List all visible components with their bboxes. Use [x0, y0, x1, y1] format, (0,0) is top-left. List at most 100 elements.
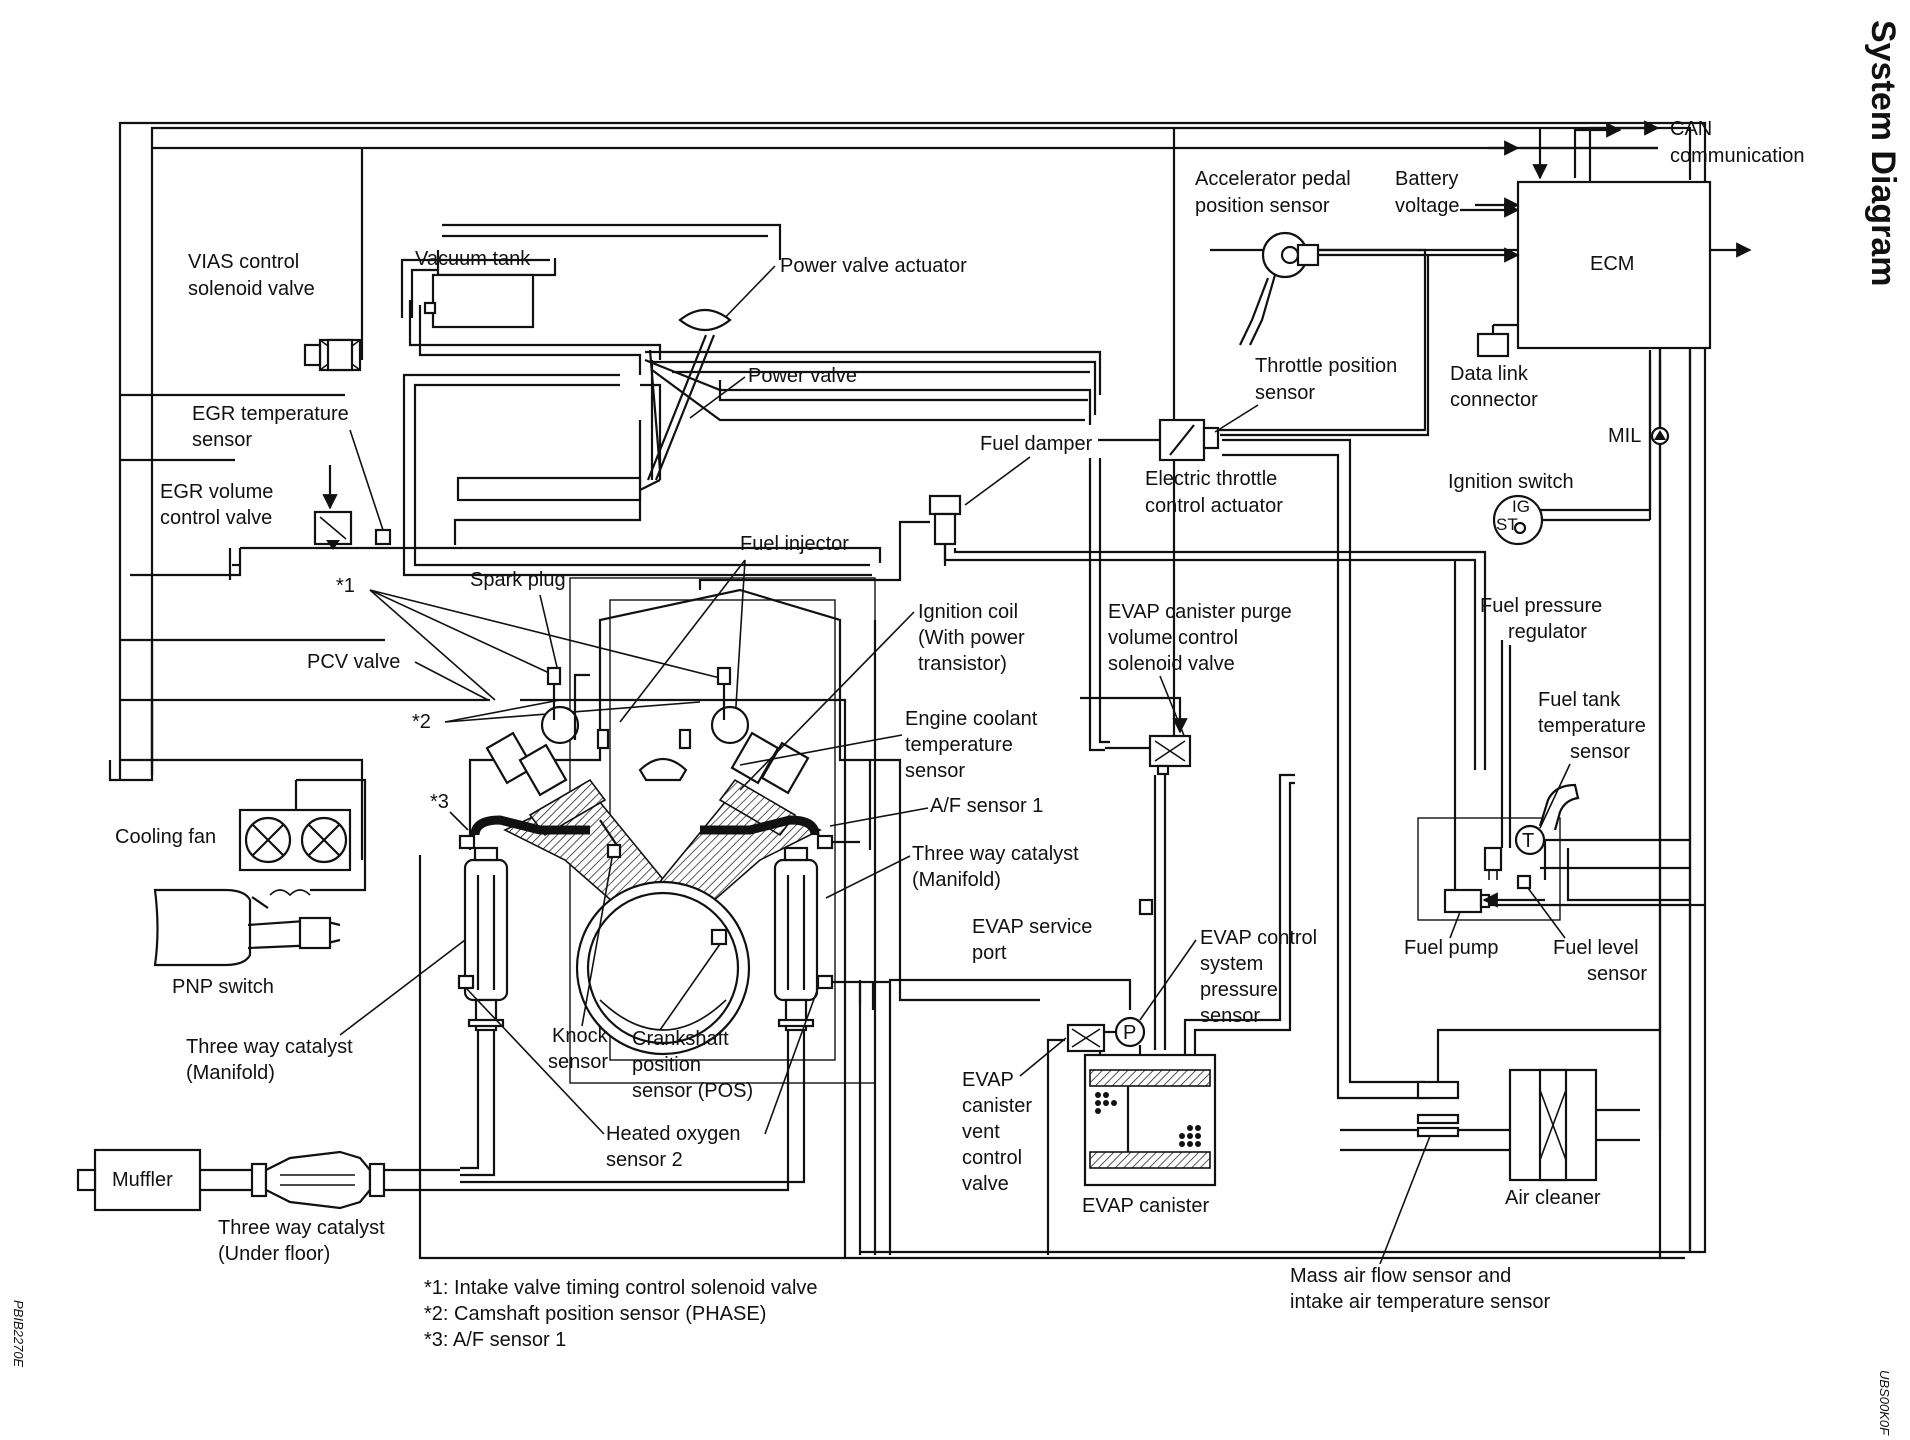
evap-purge-label-3: solenoid valve [1108, 653, 1235, 675]
egr-volume-control-valve [313, 510, 353, 550]
crankshaft-label-3: sensor (POS) [632, 1080, 753, 1102]
fuel-damper [928, 494, 962, 546]
maf-label-1: Mass air flow sensor and [1290, 1265, 1511, 1287]
cooling-fan-icon [238, 808, 352, 872]
data-link-label-1: Data link [1450, 363, 1529, 385]
evap-canister-vent-control-valve [1066, 1023, 1106, 1053]
evap-vent-label-5: valve [962, 1173, 1009, 1195]
evap-port-label-1: EVAP service [972, 916, 1092, 938]
fpr-label-1: Fuel pressure [1480, 595, 1602, 617]
twc-left-label-1: Three way catalyst [186, 1036, 353, 1058]
evap-canister-label: EVAP canister [1082, 1195, 1209, 1217]
ect-label-1: Engine coolant [905, 708, 1038, 730]
svg-text:P: P [1123, 1022, 1136, 1044]
wiring-harness [108, 121, 1752, 1260]
diagram-title: System Diagram [1864, 20, 1902, 286]
ignition-coil-label-3: transistor) [918, 653, 1007, 675]
power-valve-label: Power valve [748, 365, 857, 387]
ignition-switch-icon: IG ST [1492, 494, 1544, 546]
spark-plug-label: Spark plug [470, 569, 566, 591]
fpr-label-2: regulator [1508, 621, 1587, 643]
vacuum-tank [431, 273, 535, 329]
evap-ctrl-label-4: sensor [1200, 1005, 1260, 1027]
twc-right-label-1: Three way catalyst [912, 843, 1079, 865]
accel-label-1: Accelerator pedal [1195, 168, 1351, 190]
ignition-coil-label-1: Ignition coil [918, 601, 1018, 623]
knock-sensor [606, 843, 622, 859]
tps-label-1: Throttle position [1255, 355, 1397, 377]
mass-air-flow-sensor [1416, 1028, 1660, 1138]
ecm-label: ECM [1590, 253, 1634, 275]
fuel-damper-label: Fuel damper [980, 433, 1093, 455]
footnote-3: *3: A/F sensor 1 [424, 1329, 566, 1351]
catalyst-left [457, 815, 834, 1192]
pcv-label: PCV valve [307, 651, 400, 673]
figure-code-right: UBS00K0F [1877, 1370, 1892, 1436]
data-link-label-2: connector [1450, 389, 1538, 411]
vias-label-1: VIAS control [188, 251, 299, 273]
svg-text:ST: ST [1496, 515, 1518, 534]
mil-label: MIL [1608, 425, 1641, 447]
air-cleaner [1508, 1068, 1640, 1182]
ho2s-label-1: Heated oxygen [606, 1123, 741, 1145]
fuel-level-label-1: Fuel level [1553, 937, 1639, 959]
can-communication-label: communication [1670, 145, 1805, 167]
pnp-switch-label: PNP switch [172, 976, 274, 998]
fuel-tank: T [1417, 783, 1580, 921]
figure-code-left: PBIB2270E [11, 1300, 26, 1368]
battery-label-1: Battery [1395, 168, 1458, 190]
crankshaft-label-2: position [632, 1054, 701, 1076]
evap-purge-label-1: EVAP canister purge [1108, 601, 1292, 623]
accel-label-2: position sensor [1195, 195, 1330, 217]
vacuum-tank-label: Vacuum tank [415, 248, 531, 270]
fuel-injector-label: Fuel injector [740, 533, 849, 555]
ignition-switch-label: Ignition switch [1448, 471, 1574, 493]
evap-ctrl-label-2: system [1200, 953, 1263, 975]
battery-label-2: voltage [1395, 195, 1460, 217]
evap-vent-label-1: EVAP [962, 1069, 1014, 1091]
egr-volume-label-2: control valve [160, 507, 272, 529]
ftt-label-1: Fuel tank [1538, 689, 1621, 711]
twc-underfloor-label-1: Three way catalyst [218, 1217, 385, 1239]
egr-temp-label-1: EGR temperature [192, 403, 349, 425]
evap-port-label-2: port [972, 942, 1007, 964]
svg-text:T: T [1522, 830, 1534, 852]
ect-label-3: sensor [905, 760, 965, 782]
twc-right-label-2: (Manifold) [912, 869, 1001, 891]
evap-purge-solenoid-valve [1148, 734, 1192, 776]
evap-vent-label-3: vent [962, 1121, 1000, 1143]
crankshaft-position-sensor [710, 928, 728, 946]
accelerator-pedal-icon [1239, 231, 1320, 346]
egr-volume-label-1: EGR volume [160, 481, 273, 503]
egr-temp-label-2: sensor [192, 429, 252, 451]
vias-label-2: solenoid valve [188, 278, 315, 300]
twc-underfloor-label-2: (Under floor) [218, 1243, 330, 1265]
data-link-connector [1476, 332, 1510, 358]
knock-label-1: Knock [552, 1025, 609, 1047]
svg-text:IG: IG [1512, 497, 1530, 516]
underfloor-catalyst [250, 1150, 386, 1210]
star1-label: *1 [336, 575, 355, 597]
etc-label-1: Electric throttle [1145, 468, 1277, 490]
power-valve-actuator [646, 308, 732, 481]
evap-canister [1083, 1045, 1217, 1187]
ftt-label-2: temperature [1538, 715, 1646, 737]
twc-left-label-2: (Manifold) [186, 1062, 275, 1084]
intake-ducts [130, 223, 1525, 1152]
knock-label-2: sensor [548, 1051, 608, 1073]
fuel-level-label-2: sensor [1587, 963, 1647, 985]
evap-vent-label-4: control [962, 1147, 1022, 1169]
star2-label: *2 [412, 711, 431, 733]
ftt-label-3: sensor [1570, 741, 1630, 763]
evap-control-system-pressure-sensor: P [1114, 1016, 1146, 1048]
ignition-coil-label-2: (With power [918, 627, 1025, 649]
footnote-2: *2: Camshaft position sensor (PHASE) [424, 1303, 766, 1325]
can-label: CAN [1670, 118, 1712, 140]
crankshaft-label-1: Crankshaft [632, 1028, 729, 1050]
evap-ctrl-label-3: pressure [1200, 979, 1278, 1001]
af-sensor-label: A/F sensor 1 [930, 795, 1043, 817]
ho2s-label-2: sensor 2 [606, 1149, 683, 1171]
maf-label-2: intake air temperature sensor [1290, 1291, 1550, 1313]
star3-label: *3 [430, 791, 449, 813]
